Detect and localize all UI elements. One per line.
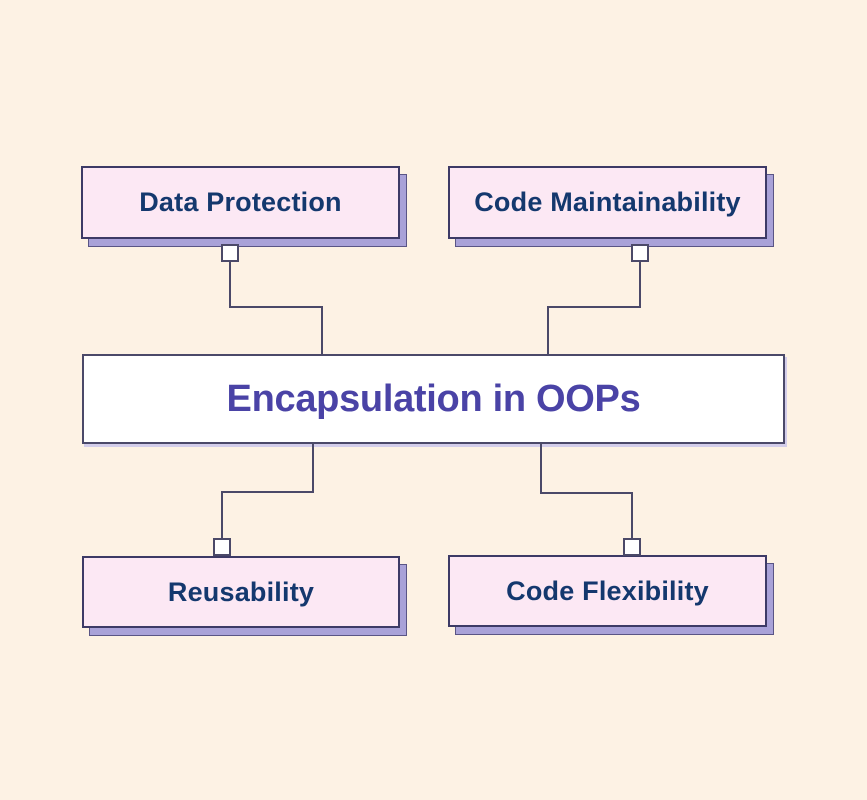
node-reusability-label: Reusability [167, 576, 315, 607]
node-encapsulation-title: Encapsulation in OOPs [82, 354, 785, 444]
node-code-flexibility: Code Flexibility [448, 555, 767, 627]
node-code-flexibility-label: Code Flexibility [506, 575, 709, 606]
node-code-maintainability-label: Code Maintainability [474, 187, 741, 217]
connector-data-protection [229, 253, 323, 356]
connector-code-flexibility [540, 442, 633, 545]
node-data-protection: Data Protection [81, 166, 400, 239]
diagram-title: Encapsulation in OOPs [226, 377, 641, 420]
node-code-maintainability: Code Maintainability [448, 166, 767, 239]
anchor-square-code-flexibility [623, 538, 641, 556]
anchor-square-data-protection [221, 244, 239, 262]
connector-code-maintainability [547, 253, 641, 356]
anchor-square-code-maintainability [631, 244, 649, 262]
anchor-square-reusability [213, 538, 231, 556]
node-data-protection-label: Data Protection [139, 187, 342, 217]
node-reusability: Reusability [82, 556, 400, 628]
connector-reusability [221, 442, 314, 545]
